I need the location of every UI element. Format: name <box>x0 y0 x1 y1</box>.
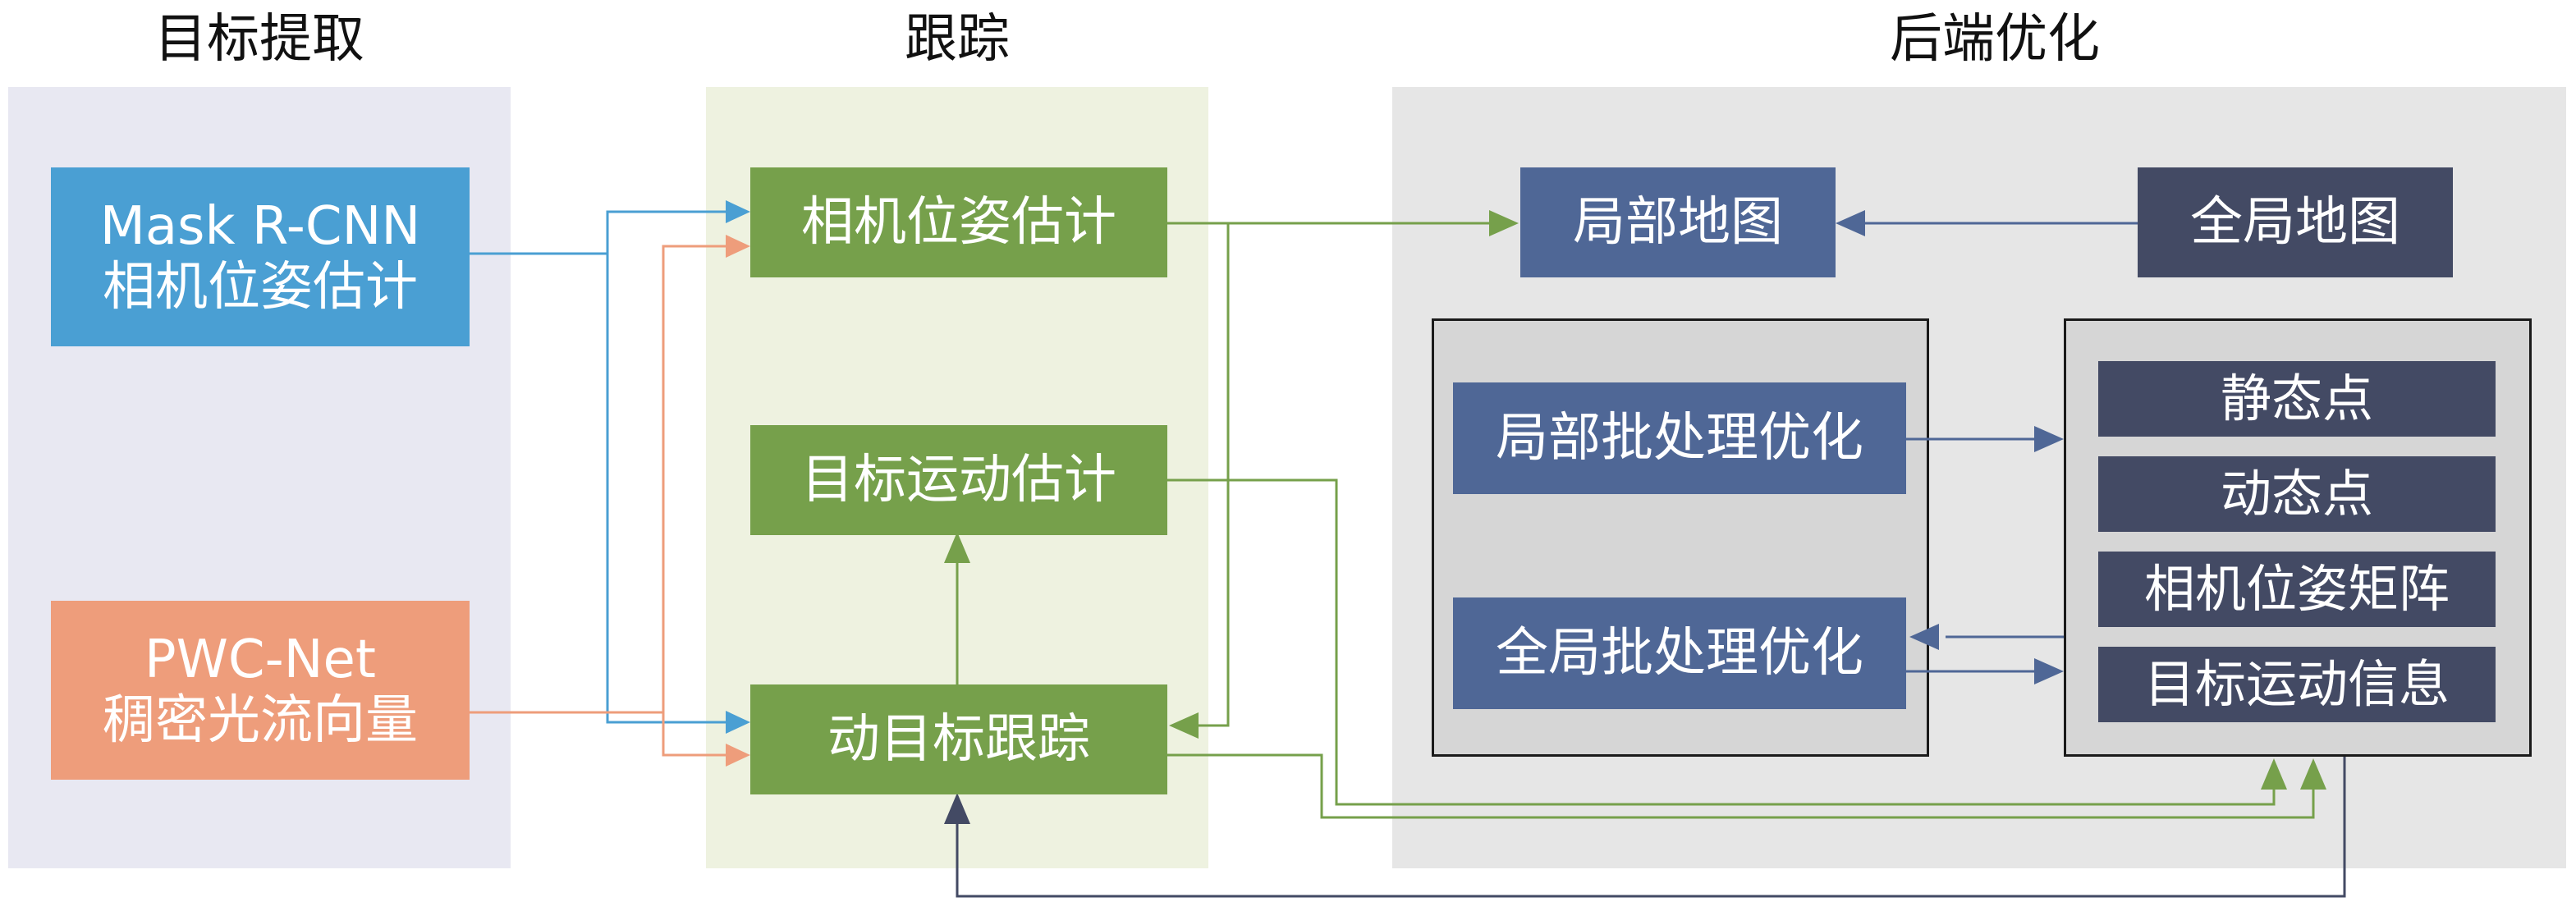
arrowhead-output-from-global-ba <box>2034 658 2064 684</box>
local-map-node: 局部地图 <box>1520 167 1836 277</box>
arrowhead-camera-pose-blue <box>726 200 750 223</box>
pwcnet-node: PWC-Net 稠密光流向量 <box>51 601 470 780</box>
object-motion-info-node: 目标运动信息 <box>2098 647 2496 722</box>
arrowhead-object-motion <box>944 532 970 563</box>
camera-pose-estimation-node: 相机位姿估计 <box>750 167 1167 277</box>
arrowhead-local-map <box>1489 210 1519 236</box>
global-map-node: 全局地图 <box>2138 167 2453 277</box>
extraction-heading: 目标提取 <box>154 9 364 70</box>
arrowhead-tracking-return <box>944 793 970 824</box>
object-motion-estimation-node: 目标运动估计 <box>750 425 1167 535</box>
camera-pose-matrix-node: 相机位姿矩阵 <box>2098 552 2496 627</box>
global-batch-optimization-node: 全局批处理优化 <box>1453 597 1906 709</box>
pwcnet-to-camera-pose-link <box>662 245 736 712</box>
arrowhead-output-green-2 <box>2300 758 2326 790</box>
maskrcnn-subtitle: 相机位姿估计 <box>103 257 418 318</box>
pwcnet-subtitle: 稠密光流向量 <box>103 690 418 751</box>
local-batch-optimization-node: 局部批处理优化 <box>1453 382 1906 494</box>
arrowhead-tracking-green <box>1169 712 1199 739</box>
dynamic-object-tracking-node: 动目标跟踪 <box>750 684 1167 794</box>
tracking-heading: 跟踪 <box>905 9 1010 70</box>
maskrcnn-node: Mask R-CNN 相机位姿估计 <box>51 167 470 346</box>
arrowhead-camera-pose-orange <box>726 235 750 258</box>
arrowhead-tracking-orange <box>726 744 750 767</box>
output-to-tracking-return-link <box>956 757 2346 898</box>
maskrcnn-to-camera-pose-link <box>470 210 736 255</box>
pwcnet-title: PWC-Net <box>144 629 376 690</box>
backend-heading: 后端优化 <box>1890 9 2100 70</box>
arrowhead-output-from-local-ba <box>2034 426 2064 452</box>
arrowhead-tracking-blue <box>726 711 750 734</box>
tracking-to-output-link <box>1167 753 2315 819</box>
arrowhead-global-ba <box>1909 624 1939 650</box>
object-motion-to-output-link <box>1167 478 2276 806</box>
maskrcnn-to-tracking-link <box>606 254 736 724</box>
pwcnet-to-tracking-link <box>470 711 736 757</box>
dynamic-points-node: 动态点 <box>2098 456 2496 532</box>
arrowhead-output-green-1 <box>2261 758 2287 790</box>
arrowhead-local-map-from-global <box>1836 210 1865 236</box>
static-points-node: 静态点 <box>2098 361 2496 437</box>
maskrcnn-title: Mask R-CNN <box>99 196 421 257</box>
camera-pose-to-tracking-link <box>1197 223 1230 727</box>
